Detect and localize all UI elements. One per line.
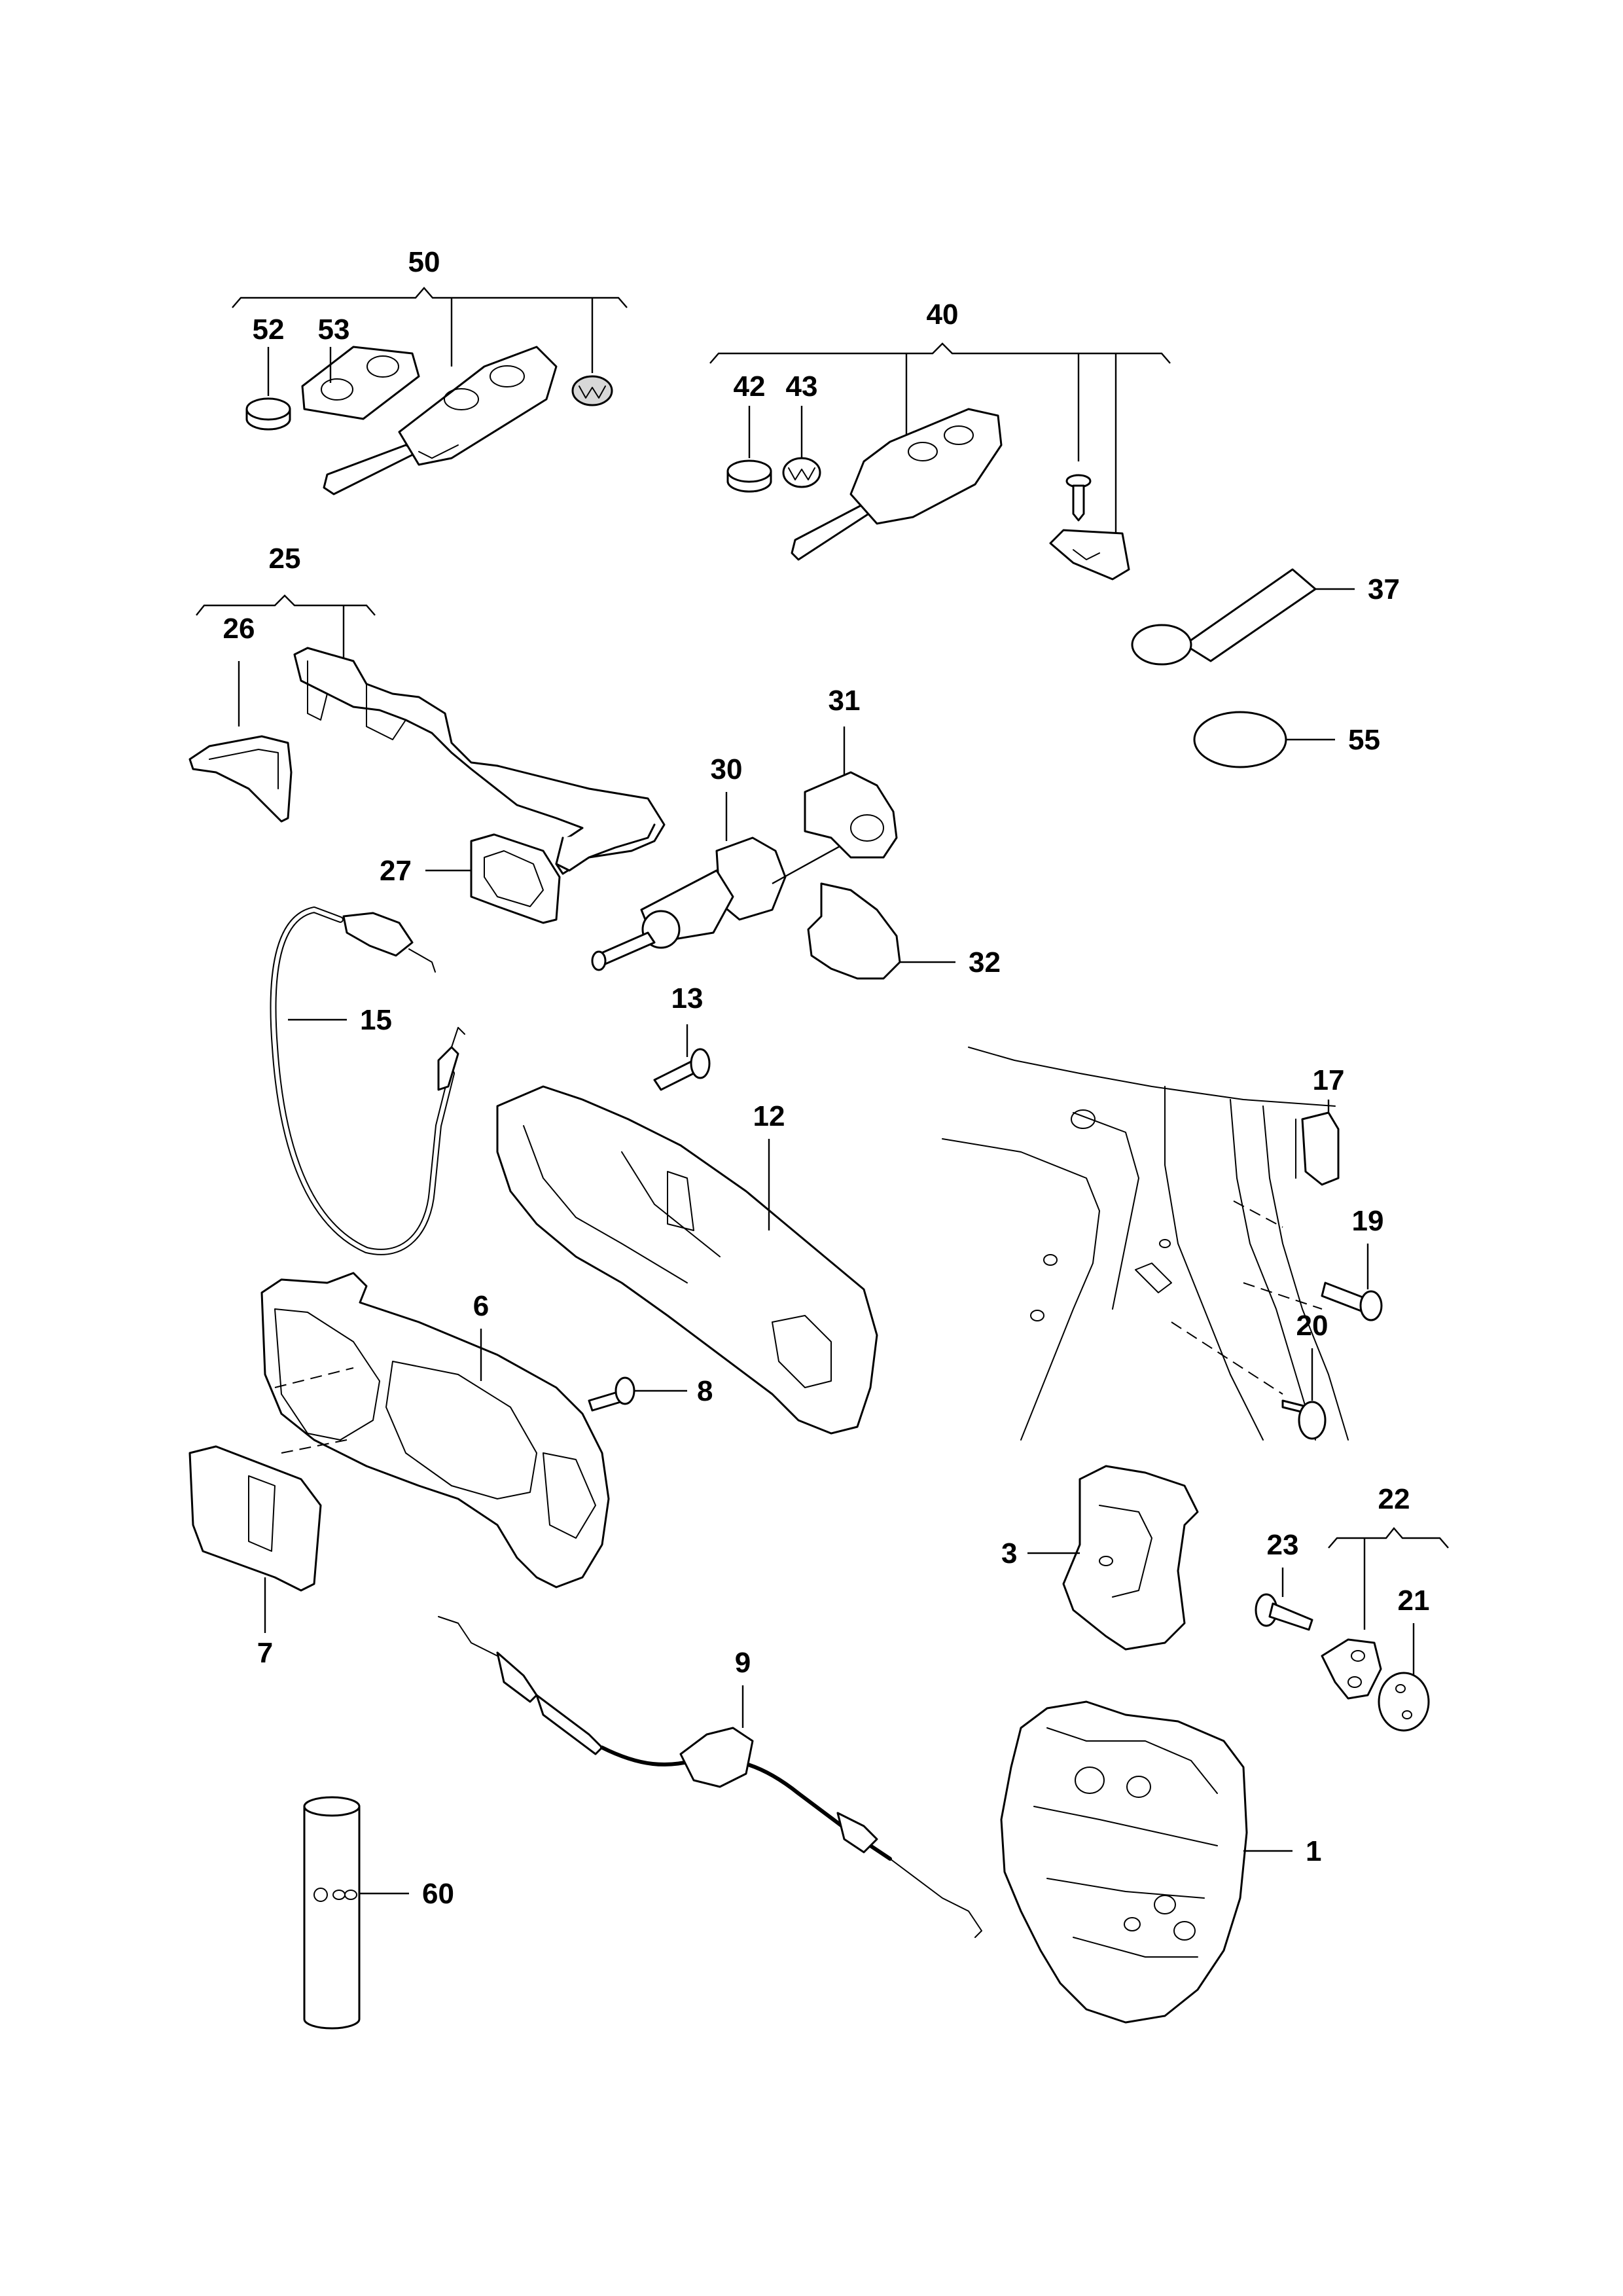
callout-19: 19 xyxy=(1352,1205,1384,1237)
screw-8: 8 xyxy=(588,1375,713,1412)
bowden-cable-15: 15 xyxy=(270,906,465,1255)
callout-43: 43 xyxy=(786,370,818,403)
door-panel xyxy=(942,1047,1349,1441)
o-ring-55: 55 xyxy=(1193,711,1380,768)
callout-23: 23 xyxy=(1267,1529,1299,1561)
seal-27: 27 xyxy=(380,833,561,924)
callout-32: 32 xyxy=(969,946,1001,978)
callout-55: 55 xyxy=(1348,724,1380,756)
callout-30: 30 xyxy=(711,753,743,785)
end-cap-31: 31 xyxy=(804,685,898,859)
release-cable-9: 9 xyxy=(438,1616,982,1938)
key-set-50: 50 52 53 xyxy=(232,246,628,495)
callout-31: 31 xyxy=(829,685,861,717)
callout-25: 25 xyxy=(269,543,301,575)
cover-32: 32 xyxy=(807,882,1001,980)
key-set-40: 40 42 43 xyxy=(709,298,1171,581)
callout-1: 1 xyxy=(1306,1835,1321,1867)
callout-12: 12 xyxy=(753,1100,785,1132)
callout-15: 15 xyxy=(360,1004,392,1036)
callout-6: 6 xyxy=(473,1290,489,1322)
key-button-pad-53-icon xyxy=(301,346,420,420)
handle-carrier-12: 12 xyxy=(496,1085,878,1435)
battery-cell-52-icon xyxy=(245,397,291,431)
callout-60: 60 xyxy=(422,1878,454,1910)
battery-cell-42-icon xyxy=(726,459,772,493)
callout-13: 13 xyxy=(671,982,704,1014)
key-holder-bracket-icon xyxy=(1049,529,1130,581)
screw-13: 13 xyxy=(653,982,711,1091)
cover-7: 7 xyxy=(188,1367,354,1669)
folding-key-50-icon xyxy=(323,346,558,495)
vw-emblem-icon xyxy=(571,375,613,406)
striker-set-22: 22 xyxy=(1328,1483,1449,1630)
callout-17: 17 xyxy=(1313,1064,1345,1096)
key-tag-37: 37 xyxy=(1131,568,1400,666)
callout-20: 20 xyxy=(1296,1310,1329,1342)
plug-17: 17 xyxy=(1295,1064,1345,1186)
exterior-handle-25: 25 xyxy=(196,543,666,875)
callout-50: 50 xyxy=(408,246,440,278)
bolt-19: 19 xyxy=(1321,1205,1384,1321)
grease-can-60: 60 xyxy=(303,1796,454,2030)
callout-26: 26 xyxy=(223,613,255,645)
door-lock-unit-1: 1 xyxy=(1000,1700,1321,2024)
callout-3: 3 xyxy=(1001,1537,1017,1570)
callout-42: 42 xyxy=(734,370,766,403)
callout-52: 52 xyxy=(253,314,285,346)
screw-20: 20 xyxy=(1281,1310,1329,1440)
callout-8: 8 xyxy=(697,1375,713,1407)
screw-23: 23 xyxy=(1255,1529,1313,1631)
flip-key-40-icon xyxy=(791,408,1003,561)
plate-21: 21 xyxy=(1378,1585,1430,1732)
callout-9: 9 xyxy=(735,1647,751,1679)
lock-cylinder-30: 30 xyxy=(591,753,868,971)
striker-plate-icon xyxy=(1321,1638,1382,1700)
callout-27: 27 xyxy=(380,855,412,887)
callout-21: 21 xyxy=(1398,1585,1430,1617)
vw-emblem-43-icon xyxy=(782,457,821,488)
callout-7: 7 xyxy=(257,1637,273,1669)
screw-icon xyxy=(1065,474,1092,522)
callout-40: 40 xyxy=(927,298,959,331)
callout-53: 53 xyxy=(318,314,350,346)
bracket-3: 3 xyxy=(1001,1465,1199,1651)
seal-26: 26 xyxy=(188,613,293,823)
callout-22: 22 xyxy=(1378,1483,1410,1515)
interior-handle-6: 6 xyxy=(260,1272,610,1588)
callout-37: 37 xyxy=(1368,573,1400,605)
